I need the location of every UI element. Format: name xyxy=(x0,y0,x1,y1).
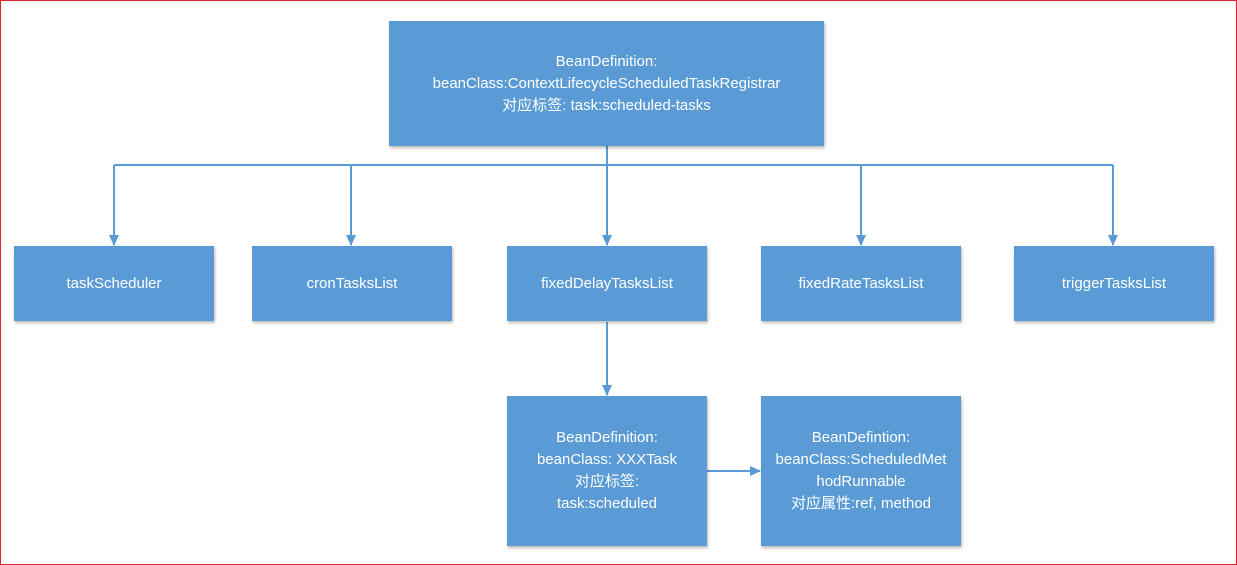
task-bean-definition-label: BeanDefinition: beanClass: XXXTask 对应标签:… xyxy=(536,429,678,512)
fixed-rate-tasks-list-label: fixedRateTasksList xyxy=(798,274,924,292)
task-scheduler-node: taskScheduler xyxy=(14,246,214,321)
task-scheduler-label: taskScheduler xyxy=(66,274,162,292)
root-bean-definition-label: BeanDefinition: beanClass:ContextLifecyc… xyxy=(432,52,781,114)
fixed-rate-tasks-list-node: fixedRateTasksList xyxy=(761,246,961,321)
trigger-tasks-list-node: triggerTasksList xyxy=(1014,246,1214,321)
root-bean-definition-node: BeanDefinition: beanClass:ContextLifecyc… xyxy=(389,21,824,146)
trigger-tasks-list-label: triggerTasksList xyxy=(1061,274,1167,292)
task-bean-definition-node: BeanDefinition: beanClass: XXXTask 对应标签:… xyxy=(507,396,707,546)
fixed-delay-tasks-list-node: fixedDelayTasksList xyxy=(507,246,707,321)
cron-tasks-list-node: cronTasksList xyxy=(252,246,452,321)
method-runnable-bean-definition-node: BeanDefintion: beanClass:ScheduledMet ho… xyxy=(761,396,961,546)
method-runnable-bean-definition-label: BeanDefintion: beanClass:ScheduledMet ho… xyxy=(775,429,947,512)
cron-tasks-list-label: cronTasksList xyxy=(306,274,398,292)
fixed-delay-tasks-list-label: fixedDelayTasksList xyxy=(541,274,673,292)
